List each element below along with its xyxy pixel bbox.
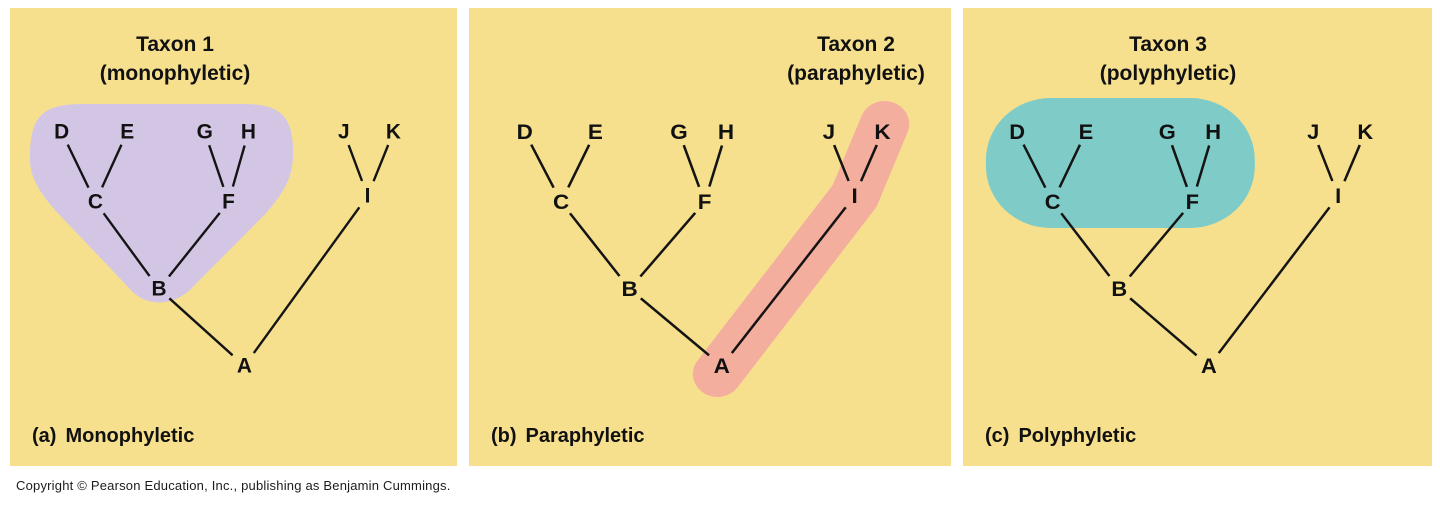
node-label-A: A bbox=[1201, 354, 1217, 377]
branch-C-B bbox=[1060, 212, 1111, 277]
node-label-B: B bbox=[622, 277, 638, 301]
branch-I-A bbox=[1217, 206, 1331, 354]
branch-B-A bbox=[168, 297, 234, 357]
branch-I-A bbox=[730, 206, 847, 354]
caption-letter: (a) bbox=[32, 425, 57, 447]
node-label-E: E bbox=[1079, 120, 1094, 143]
branch-G-F bbox=[208, 144, 225, 188]
branch-K-I bbox=[1343, 144, 1361, 182]
node-label-B: B bbox=[1111, 277, 1127, 300]
node-label-H: H bbox=[1205, 120, 1221, 143]
branch-E-C bbox=[567, 144, 591, 188]
taxon-subtitle: (paraphyletic) bbox=[787, 62, 925, 86]
caption-label: Monophyletic bbox=[65, 425, 195, 447]
branch-H-F bbox=[1195, 145, 1211, 187]
node-label-A: A bbox=[714, 354, 731, 378]
caption-label: Polyphyletic bbox=[1018, 425, 1137, 447]
node-label-I: I bbox=[1335, 184, 1341, 207]
branch-G-F bbox=[1170, 144, 1189, 188]
node-label-H: H bbox=[718, 120, 734, 144]
node-label-D: D bbox=[54, 120, 69, 143]
node-label-D: D bbox=[517, 120, 533, 144]
panel-title: Taxon 1 (monophyletic) bbox=[30, 30, 320, 89]
panel-caption: (b) Paraphyletic bbox=[491, 425, 645, 448]
node-label-F: F bbox=[698, 190, 712, 214]
branch-I-A bbox=[252, 206, 361, 354]
node-label-J: J bbox=[1307, 120, 1319, 143]
node-label-J: J bbox=[823, 120, 836, 144]
caption-letter: (c) bbox=[985, 425, 1010, 447]
node-label-G: G bbox=[670, 120, 687, 144]
branch-J-I bbox=[347, 144, 364, 182]
branch-H-F bbox=[708, 145, 724, 187]
node-label-E: E bbox=[120, 120, 134, 143]
branch-B-A bbox=[639, 297, 710, 357]
panel-title: Taxon 3 (polyphyletic) bbox=[1043, 30, 1293, 89]
paraphyletic-highlight bbox=[692, 101, 910, 397]
branch-D-C bbox=[1022, 144, 1047, 189]
node-label-G: G bbox=[1159, 120, 1176, 143]
taxon-title: Taxon 1 bbox=[136, 33, 214, 56]
node-label-K: K bbox=[386, 120, 401, 143]
taxon-subtitle: (monophyletic) bbox=[99, 62, 251, 86]
panel-paraphyletic: Taxon 2 (paraphyletic) A B C D E F G H I J K (b) Pa… bbox=[469, 8, 951, 466]
node-label-F: F bbox=[1186, 190, 1199, 213]
node-label-D: D bbox=[1009, 120, 1025, 143]
cladogram-svg: A B C D E F G H I J K bbox=[517, 101, 910, 397]
node-label-C: C bbox=[553, 190, 570, 214]
node-label-C: C bbox=[88, 190, 103, 213]
node-label-G: G bbox=[197, 120, 213, 143]
node-label-K: K bbox=[874, 120, 891, 144]
polyphyletic-highlight bbox=[985, 98, 1255, 228]
caption-letter: (b) bbox=[491, 425, 517, 447]
panel-monophyletic: Taxon 1 (monophyletic) A B C D E F G H I J K (a) Mo… bbox=[10, 8, 457, 466]
branch-C-B bbox=[568, 212, 621, 277]
branch-E-C bbox=[100, 144, 123, 188]
branch-J-I bbox=[1317, 144, 1334, 182]
node-label-K: K bbox=[1357, 120, 1373, 143]
branch-C-B bbox=[102, 212, 151, 277]
node-label-A: A bbox=[237, 354, 252, 377]
taxon-title: Taxon 3 bbox=[1129, 33, 1207, 56]
node-label-I: I bbox=[851, 184, 857, 208]
branch-J-I bbox=[832, 144, 850, 182]
branch-K-I bbox=[372, 144, 390, 182]
cladogram-svg: A B C D E F G H I J K bbox=[29, 104, 401, 378]
node-label-I: I bbox=[365, 184, 371, 207]
taxon-subtitle: (polyphyletic) bbox=[1099, 62, 1237, 86]
node-label-J: J bbox=[338, 120, 350, 143]
node-label-H: H bbox=[241, 120, 256, 143]
panel-caption: (c) Polyphyletic bbox=[985, 425, 1136, 448]
branch-E-C bbox=[1058, 144, 1082, 188]
branch-H-F bbox=[231, 145, 246, 187]
branch-B-A bbox=[1129, 297, 1198, 357]
node-label-E: E bbox=[588, 120, 603, 144]
branch-F-B bbox=[168, 212, 221, 278]
node-label-B: B bbox=[151, 277, 166, 300]
copyright-line: Copyright © Pearson Education, Inc., pub… bbox=[16, 478, 451, 493]
branch-D-C bbox=[66, 144, 90, 189]
panel-caption: (a) Monophyletic bbox=[32, 425, 194, 448]
cladogram-svg: A B C D E F G H I J K bbox=[985, 98, 1374, 378]
panel-title: Taxon 2 (paraphyletic) bbox=[736, 30, 976, 89]
branch-K-I bbox=[859, 144, 878, 182]
branch-F-B bbox=[639, 212, 697, 278]
taxon-title: Taxon 2 bbox=[817, 33, 895, 56]
caption-label: Paraphyletic bbox=[525, 425, 645, 447]
branch-D-C bbox=[530, 144, 555, 189]
monophyletic-highlight bbox=[29, 104, 294, 303]
node-label-F: F bbox=[222, 190, 235, 213]
panel-polyphyletic: Taxon 3 (polyphyletic) A B C D E F G H I J K (c) Po… bbox=[963, 8, 1432, 466]
branch-G-F bbox=[682, 144, 701, 188]
node-label-C: C bbox=[1045, 190, 1061, 213]
branch-F-B bbox=[1128, 212, 1185, 278]
